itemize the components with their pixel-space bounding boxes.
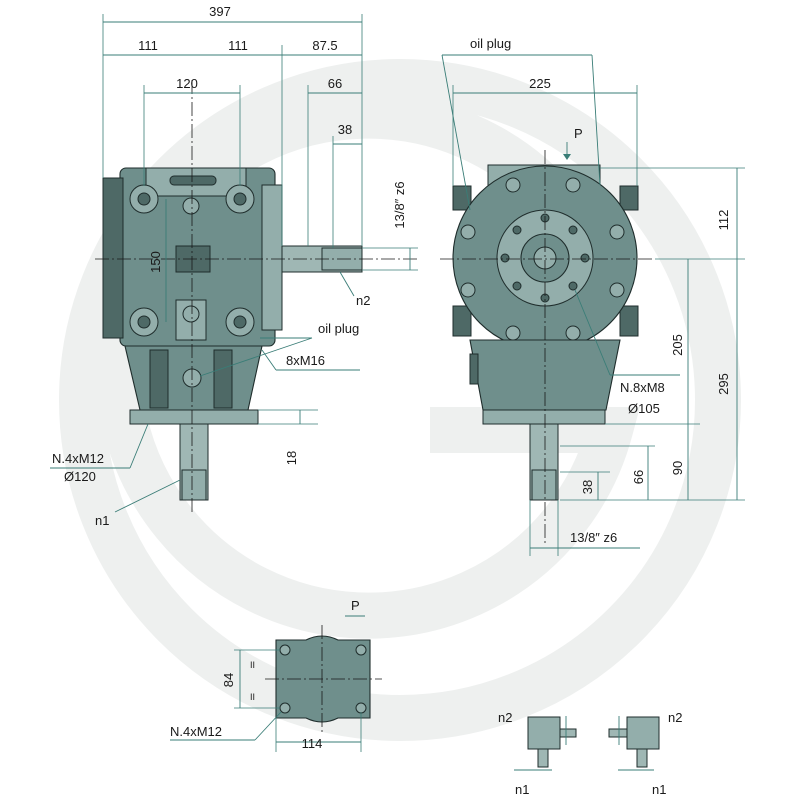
dim-225: 225	[529, 76, 551, 91]
side-dimensions	[102, 14, 418, 425]
parallel-mark-bottom: II	[250, 692, 255, 702]
label-n8xm8: N.8xM8	[620, 380, 665, 395]
side-rib-left	[149, 349, 169, 409]
side-top-slot	[169, 175, 217, 186]
front-view	[440, 54, 745, 556]
front-leaders	[441, 54, 680, 376]
watermark-logo	[59, 59, 741, 741]
front-lug-br	[619, 305, 639, 337]
label-n2-icon-right: n2	[668, 710, 682, 725]
front-outer-bolts	[460, 177, 625, 341]
dim-295: 295	[716, 373, 731, 395]
label-oil-plug-front: oil plug	[470, 36, 511, 51]
spline-side: 13/8″ z6	[392, 181, 407, 228]
label-o105: Ø105	[628, 401, 660, 416]
dim-90: 90	[670, 461, 685, 475]
side-view	[50, 14, 420, 515]
spline-front: 13/8″ z6	[570, 530, 617, 545]
side-leaders	[50, 271, 360, 513]
label-o120: Ø120	[64, 469, 96, 484]
dim-397: 397	[209, 4, 231, 19]
dim-112: 112	[716, 210, 731, 231]
dim-111-right: 111	[228, 38, 248, 53]
front-flange	[482, 409, 606, 425]
front-lug-bl	[452, 305, 472, 337]
label-n1-icon-right: n1	[652, 782, 666, 797]
dim-18: 18	[284, 451, 299, 465]
label-p-top: P	[351, 598, 360, 613]
label-n4xm12-side: N.4xM12	[52, 451, 104, 466]
label-p-front: P	[574, 126, 583, 141]
rotation-icon-left	[514, 716, 577, 771]
label-n4xm12-top: N.4xM12	[170, 724, 222, 739]
label-n1-side: n1	[95, 513, 109, 528]
side-rib-right	[213, 349, 233, 409]
side-bolts	[129, 184, 255, 337]
label-oil-plug-side: oil plug	[318, 321, 359, 336]
side-flange	[129, 409, 259, 425]
label-n2-side: n2	[356, 293, 370, 308]
dim-66-side: 66	[328, 76, 342, 91]
front-lug-tr	[619, 185, 639, 211]
dim-38-side: 38	[338, 122, 352, 137]
dim-38-front: 38	[580, 480, 595, 494]
front-oil-plug	[469, 353, 479, 385]
side-left-plate	[102, 177, 124, 339]
label-n1-icon-left: n1	[515, 782, 529, 797]
label-n2-icon-left: n2	[498, 710, 512, 725]
dim-150: 150	[148, 251, 163, 273]
dim-120: 120	[176, 76, 198, 91]
front-dimensions	[452, 85, 745, 556]
side-right-cover	[261, 184, 283, 331]
dim-205: 205	[670, 334, 685, 356]
side-n1-spline	[181, 469, 207, 501]
rotation-icon-right	[608, 716, 660, 771]
top-view	[170, 615, 382, 752]
dim-111-left: 111	[138, 38, 158, 53]
dim-114: 114	[302, 736, 323, 751]
dim-66-front: 66	[631, 470, 646, 484]
parallel-mark-top: II	[250, 660, 255, 670]
dim-87-5: 87.5	[312, 38, 337, 53]
dim-84: 84	[221, 673, 236, 687]
front-spline	[531, 469, 557, 501]
label-8xm16: 8xM16	[286, 353, 325, 368]
